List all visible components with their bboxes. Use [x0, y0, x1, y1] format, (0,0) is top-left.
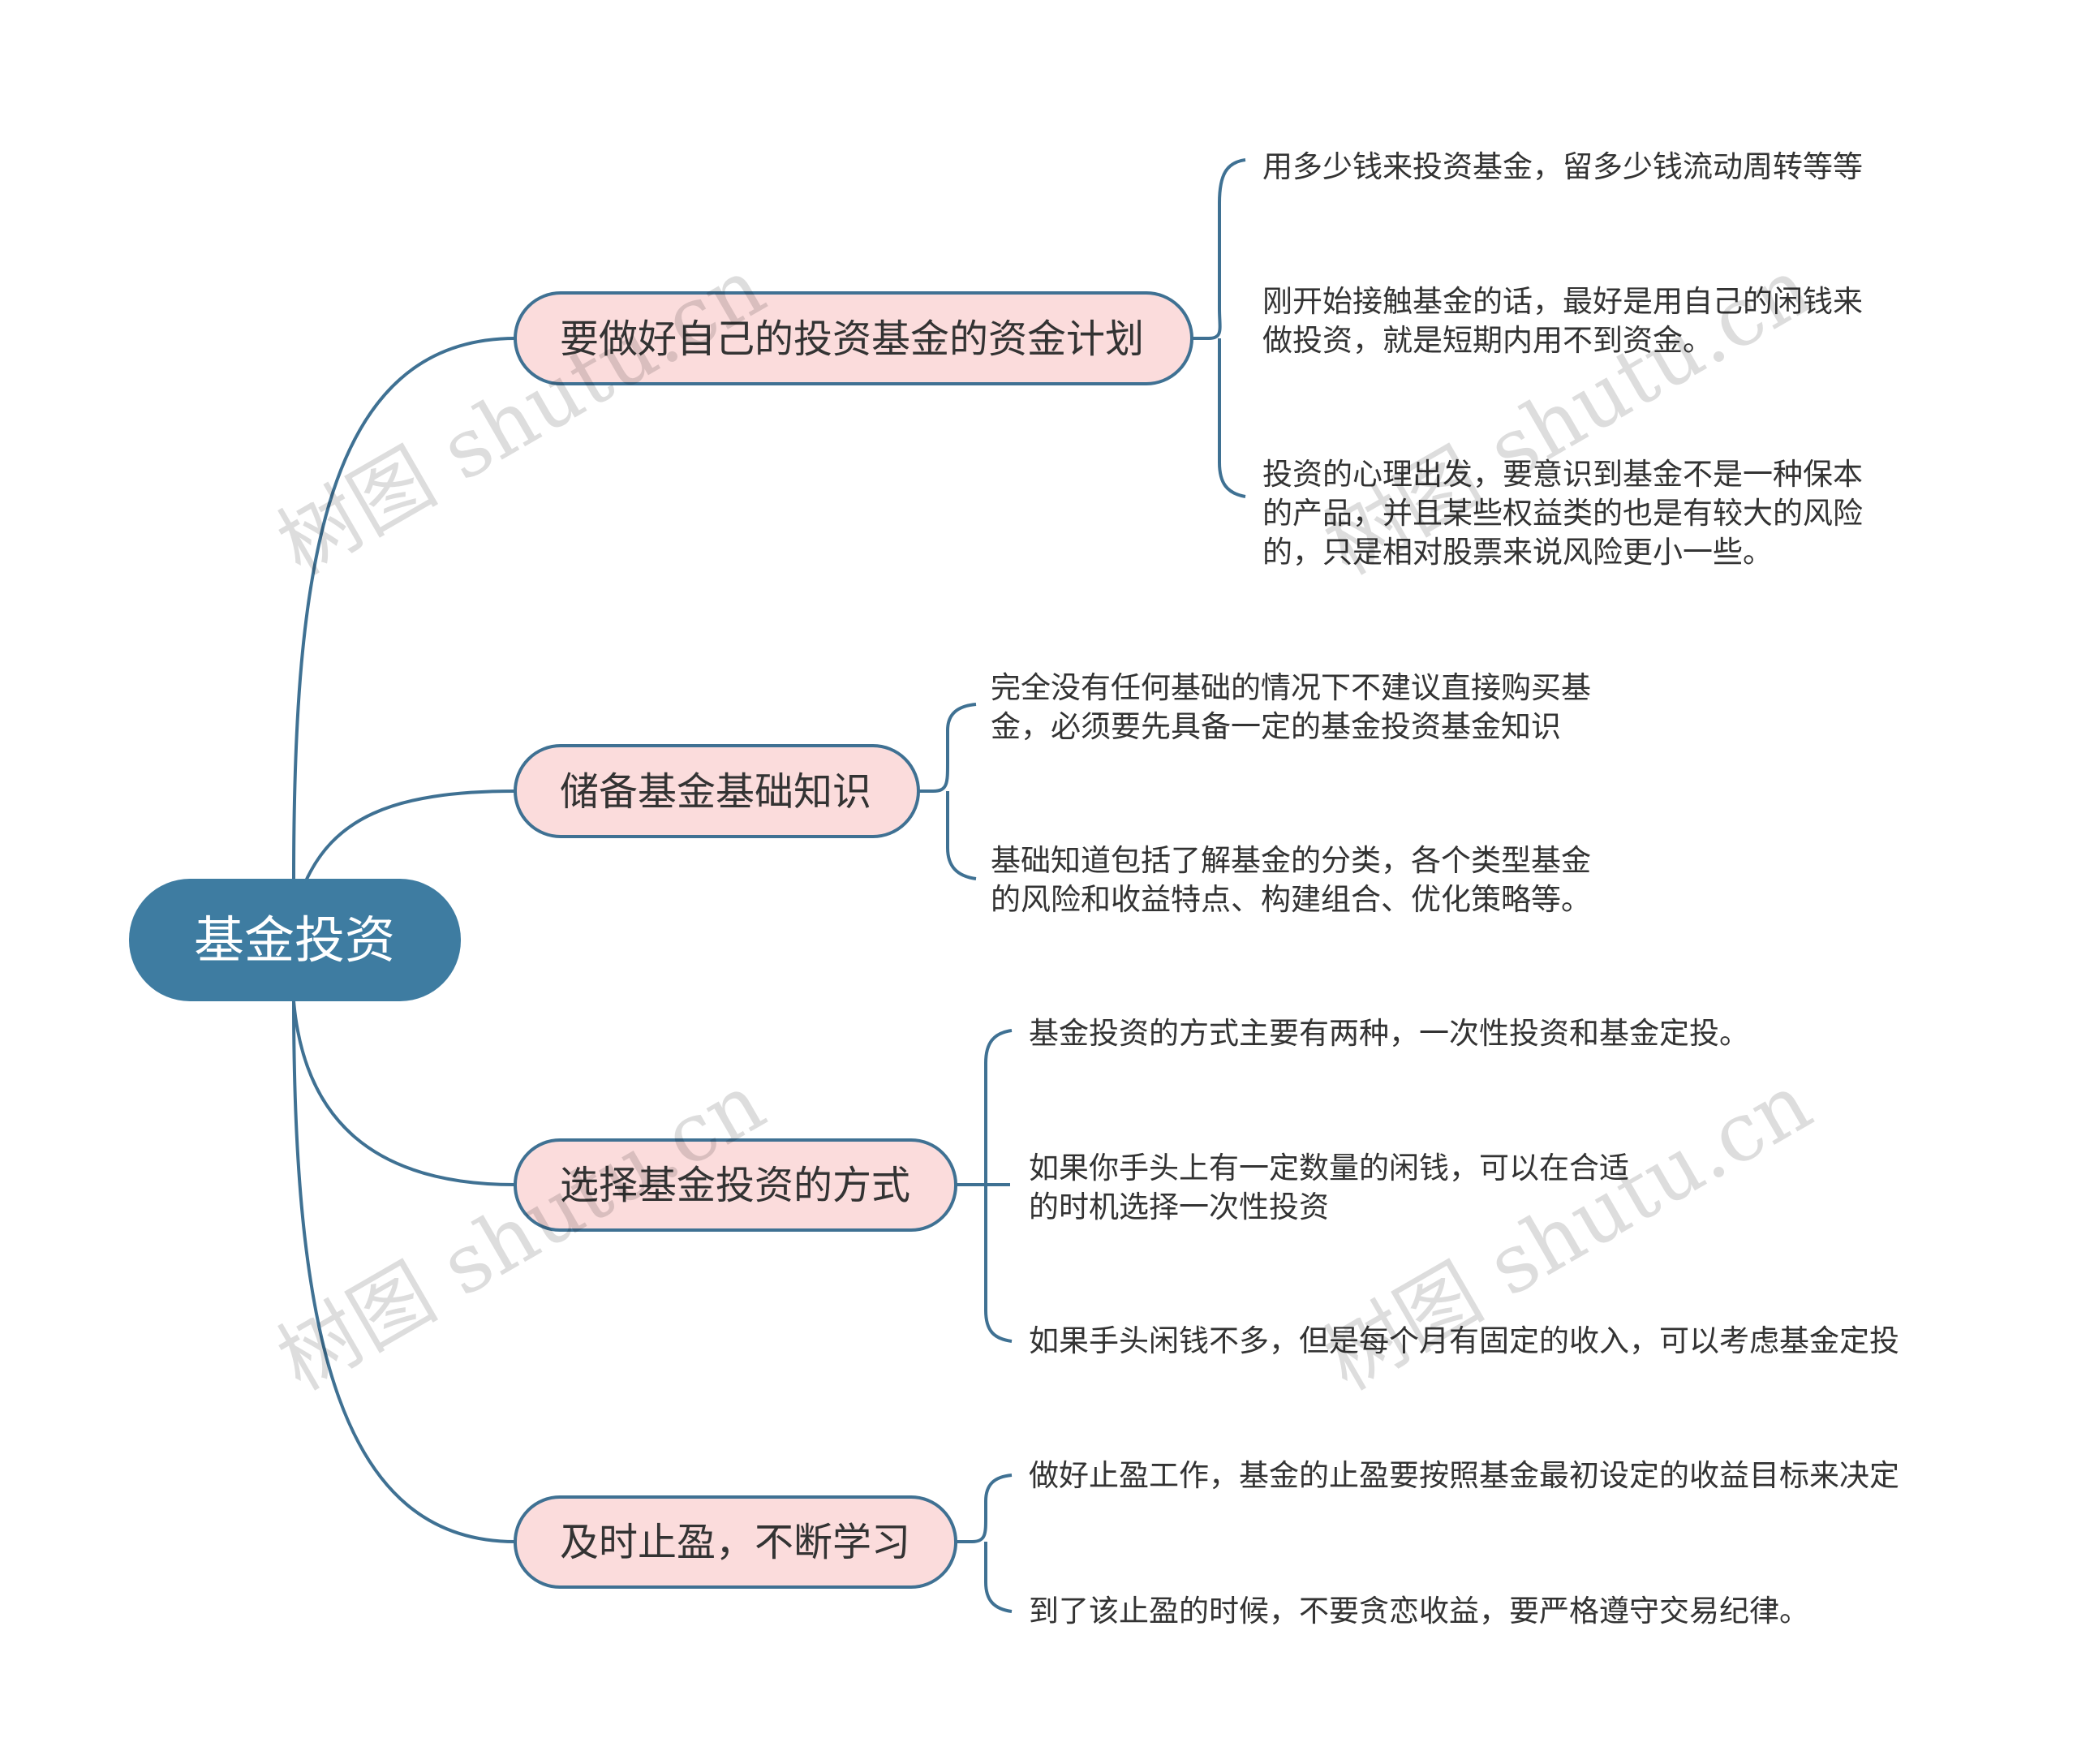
bracket-4	[956, 1474, 1013, 1613]
leaf-4-2[interactable]: 到了该止盈的时候，不要贪恋收益，要严格遵守交易纪律。	[1029, 1594, 1809, 1628]
root-node-shape	[129, 879, 461, 1001]
branch-label: 要做好自己的投资基金的资金计划	[560, 316, 1144, 362]
branch-label: 储备基金基础知识	[560, 769, 871, 815]
leaf-line: 如果你手头上有一定数量的闲钱，可以在合适	[1029, 1151, 1629, 1185]
leaf-line: 基础知道包括了解基金的分类，各个类型基金	[991, 843, 1591, 878]
bracket-3	[956, 1029, 1013, 1343]
leaf-line: 做投资，就是短期内用不到资金。	[1262, 323, 1713, 358]
branch-node-3[interactable]: 选择基金投资的方式	[514, 1138, 957, 1232]
leaf-line: 的风险和收益特点、构建组合、优化策略等。	[991, 882, 1591, 917]
branch-node-2[interactable]: 储备基金基础知识	[514, 744, 920, 838]
leaf-1-2[interactable]: 刚开始接触基金的话，最好是用自己的闲钱来 做投资，就是短期内用不到资金。	[1262, 284, 1863, 358]
leaf-line: 投资的心理出发，要意识到基金不是一种保本	[1262, 457, 1863, 492]
branch-node-1[interactable]: 要做好自己的投资基金的资金计划	[514, 291, 1193, 385]
link-root-branch-2	[303, 789, 516, 885]
root-node[interactable]: 基金投资	[129, 879, 461, 1001]
leaf-3-3[interactable]: 如果手头闲钱不多，但是每个月有固定的收入，可以考虑基金定投	[1029, 1323, 1899, 1358]
leaf-3-1[interactable]: 基金投资的方式主要有两种，一次性投资和基金定投。	[1029, 1016, 1749, 1051]
leaf-line: 金，必须要先具备一定的基金投资基金知识	[991, 709, 1561, 744]
leaf-line: 做好止盈工作，基金的止盈要按照基金最初设定的收益目标来决定	[1029, 1458, 1899, 1493]
link-root-branch-3	[292, 1000, 516, 1186]
leaf-4-1[interactable]: 做好止盈工作，基金的止盈要按照基金最初设定的收益目标来决定	[1029, 1458, 1899, 1493]
root-label: 基金投资	[194, 910, 395, 970]
leaf-line: 到了该止盈的时候，不要贪恋收益，要严格遵守交易纪律。	[1029, 1594, 1809, 1628]
leaf-2-2[interactable]: 基础知道包括了解基金的分类，各个类型基金 的风险和收益特点、构建组合、优化策略等…	[991, 843, 1591, 917]
leaf-line: 用多少钱来投资基金，留多少钱流动周转等等	[1262, 149, 1863, 184]
leaf-line: 的，只是相对股票来说风险更小一些。	[1262, 535, 1773, 570]
leaf-3-2[interactable]: 如果你手头上有一定数量的闲钱，可以在合适 的时机选择一次性投资	[1029, 1151, 1629, 1224]
branch-node-4[interactable]: 及时止盈，不断学习	[514, 1495, 957, 1589]
leaf-line: 基金投资的方式主要有两种，一次性投资和基金定投。	[1029, 1016, 1749, 1051]
link-root-branch-1	[292, 337, 516, 880]
leaf-line: 完全没有任何基础的情况下不建议直接购买基	[991, 670, 1591, 705]
leaf-line: 的时机选择一次性投资	[1029, 1190, 1329, 1224]
leaf-line: 如果手头闲钱不多，但是每个月有固定的收入，可以考虑基金定投	[1029, 1323, 1899, 1358]
leaf-1-1[interactable]: 用多少钱来投资基金，留多少钱流动周转等等	[1262, 149, 1863, 184]
link-root-branch-4	[292, 1000, 516, 1543]
leaf-line: 的产品，并且某些权益类的也是有较大的风险	[1262, 496, 1863, 531]
branch-label: 及时止盈，不断学习	[560, 1520, 910, 1565]
branch-label: 选择基金投资的方式	[560, 1163, 910, 1208]
bracket-2	[918, 703, 977, 880]
leaf-line: 刚开始接触基金的话，最好是用自己的闲钱来	[1262, 284, 1863, 319]
watermark: 树图 shutu.cn	[263, 239, 780, 593]
leaf-2-1[interactable]: 完全没有任何基础的情况下不建议直接购买基 金，必须要先具备一定的基金投资基金知识	[991, 670, 1591, 744]
leaf-1-3[interactable]: 投资的心理出发，要意识到基金不是一种保本 的产品，并且某些权益类的也是有较大的风…	[1262, 457, 1863, 570]
bracket-1	[1192, 158, 1246, 498]
